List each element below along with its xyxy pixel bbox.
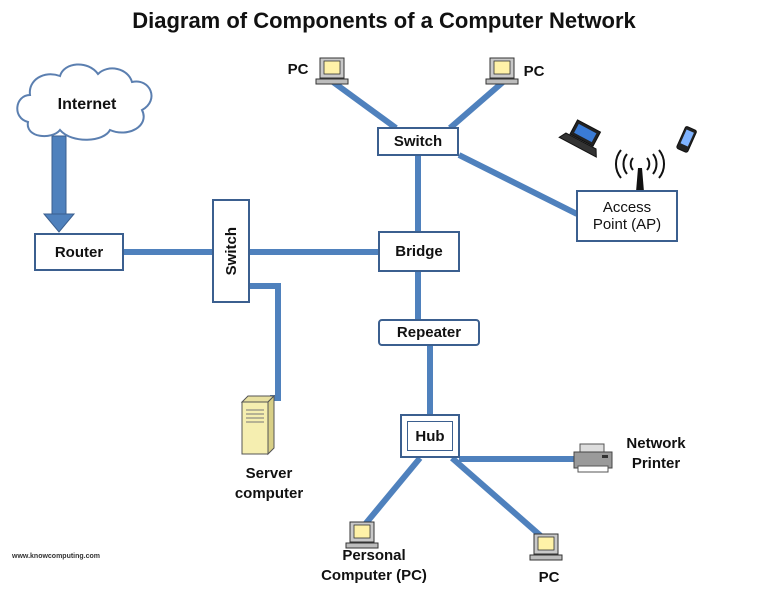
smartphone-icon <box>676 126 697 153</box>
node-hub: Hub <box>400 414 460 458</box>
label-server-computer: Server computer <box>214 464 324 505</box>
printer-label-line-1: Network <box>626 435 686 452</box>
pc-icon <box>529 533 563 561</box>
node-switch-vertical: Switch <box>212 199 250 303</box>
label-pc-top-left: PC <box>287 61 309 78</box>
personal-computer-label-line-1: Personal <box>342 547 406 564</box>
node-switch-vertical-label: Switch <box>222 226 240 276</box>
link-hub-pc-bottom <box>450 455 544 540</box>
printer-icon <box>573 443 613 473</box>
node-repeater: Repeater <box>378 319 480 346</box>
link-switch-access-point <box>457 152 579 217</box>
server-label-line-2: computer <box>234 485 304 503</box>
pc-icon <box>345 521 379 549</box>
link-hub-personal-computer <box>359 456 423 530</box>
connection-links <box>124 79 579 540</box>
node-switch-top: Switch <box>377 127 459 156</box>
label-pc-top-right: PC <box>523 63 545 80</box>
printer-label-line-2: Printer <box>631 455 681 473</box>
laptop-icon <box>558 119 602 158</box>
pc-icon <box>315 57 349 85</box>
access-point-label-line-2: Point (AP) <box>592 216 662 233</box>
diagram-title: Diagram of Components of a Computer Netw… <box>132 8 636 33</box>
server-icon <box>240 394 276 456</box>
label-network-printer: Network Printer <box>612 434 700 475</box>
link-switch-pc-right <box>448 79 505 131</box>
access-point-label-line-1: Access <box>602 199 652 216</box>
link-switch-pc-left <box>331 79 398 131</box>
label-pc-bottom-right: PC <box>538 569 560 586</box>
server-label-line-1: Server <box>245 465 293 482</box>
label-personal-computer: Personal Computer (PC) <box>306 546 442 587</box>
node-router: Router <box>34 233 124 271</box>
node-access-point: Access Point (AP) <box>576 190 678 242</box>
wifi-antenna-icon <box>614 149 666 192</box>
link-switch-server <box>250 283 281 401</box>
cloud-label-internet: Internet <box>57 96 117 113</box>
node-bridge: Bridge <box>378 231 460 272</box>
footer-website: www.knowcomputing.com <box>12 553 101 560</box>
personal-computer-label-line-2: Computer (PC) <box>321 567 427 585</box>
cloud-icon <box>16 63 153 141</box>
internet-link-arrow <box>42 135 76 233</box>
pc-icon <box>485 57 519 85</box>
